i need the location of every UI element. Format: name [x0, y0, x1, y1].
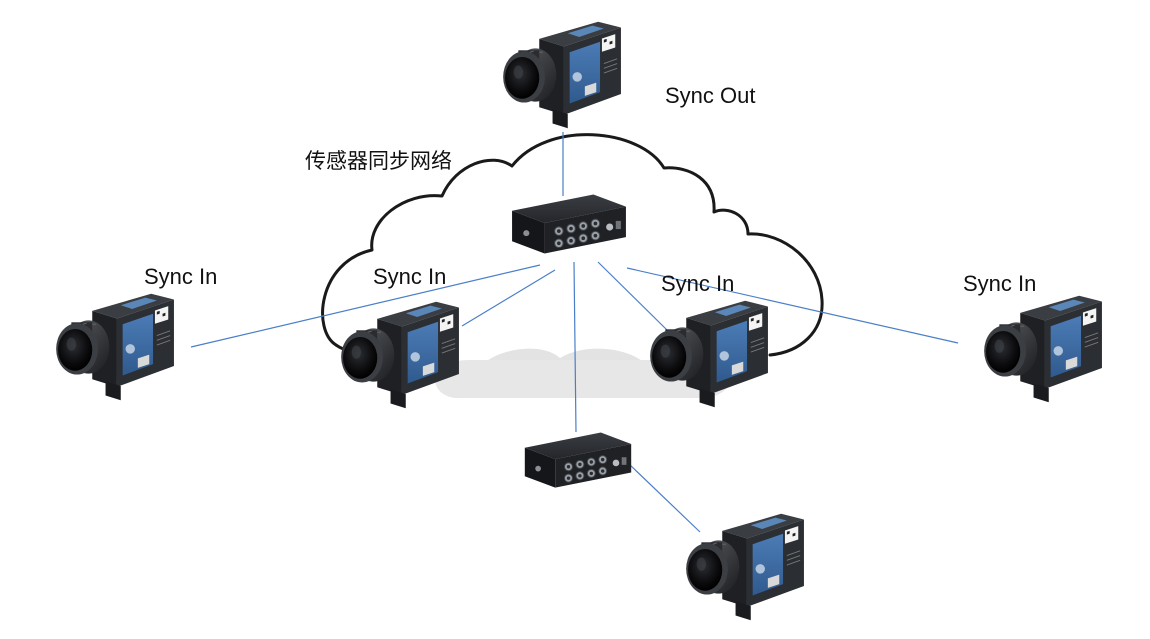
link-to-bottom-camera — [628, 463, 701, 533]
link-to-far-left — [190, 264, 541, 348]
link-to-inner-right — [597, 261, 668, 331]
network-title: 传感器同步网络 — [305, 149, 452, 173]
sync-in-label-inner-right: Sync In — [661, 271, 735, 296]
sync-links — [190, 132, 959, 533]
camera-sync-out — [502, 21, 622, 129]
link-to-inner-left — [461, 269, 556, 327]
link-to-sub-hub — [573, 261, 577, 433]
camera-bottom — [685, 513, 805, 621]
main-sync-hub — [511, 193, 627, 254]
link-to-far-right — [626, 267, 959, 344]
camera-far-left — [55, 293, 175, 401]
sync-in-label-far-left: Sync In — [144, 264, 218, 289]
sync-in-label-far-right: Sync In — [963, 271, 1037, 296]
sub-sync-hub — [524, 432, 632, 489]
sync-out-label: Sync Out — [665, 83, 756, 108]
sync-in-label-inner-left: Sync In — [373, 264, 447, 289]
camera-far-right — [983, 295, 1103, 403]
